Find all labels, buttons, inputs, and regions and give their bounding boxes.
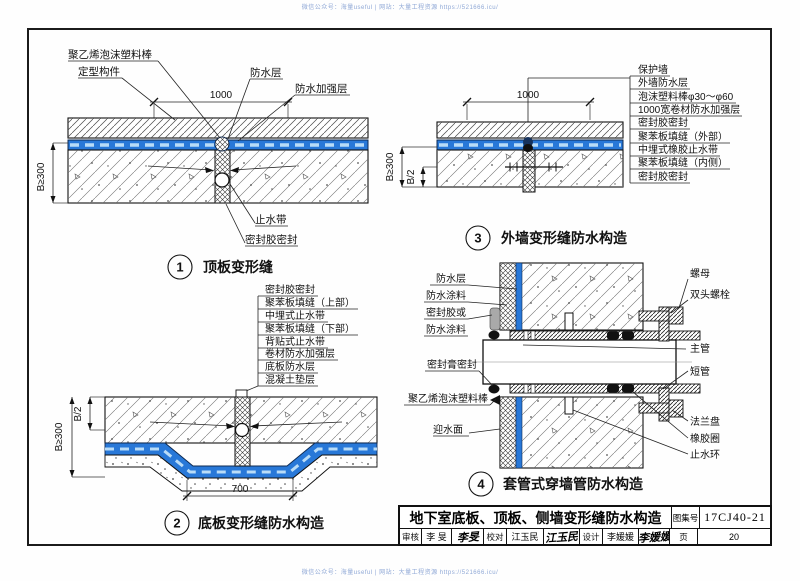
watermark-bottom: 微信公众号：海量useful | 网站：大量工程资源 https://52166…: [301, 570, 499, 576]
waterstop-bulb: [234, 422, 250, 438]
label-reinforcing-layer: 防水加强层: [295, 82, 348, 95]
f2-label: 聚苯板填缝（下部）: [265, 322, 355, 335]
page-number: 20: [728, 531, 739, 542]
f2-label: 中埋式止水带: [265, 309, 325, 322]
figure-4-pipe-sleeve: 防水层 防水涂料 密封胶或 防水涂料 密封膏密封 聚乙烯泡沫塑料棒 迎水面 螺母…: [404, 262, 730, 497]
waterstop-ring-upper: [564, 312, 574, 331]
figure-3-number: 3: [474, 231, 481, 246]
proofreader-name: 江玉民: [507, 529, 544, 544]
f4-label-left: 密封膏密封: [427, 358, 477, 371]
figure-1-roof-slab-joint: 1000 B≥300 聚乙烯泡沫塑料棒 定型构件 防水层: [36, 48, 369, 280]
figure-3-caption: 外墙变形缝防水构造: [501, 230, 627, 246]
f3-label: 密封胶密封: [638, 170, 688, 183]
f3-label: 聚苯板填缝（外部）: [638, 130, 728, 143]
sealing-paste-lower: [488, 384, 500, 394]
f4-label-right: 双头螺栓: [690, 288, 730, 301]
f3-label: 保护墙: [638, 63, 668, 76]
f3-label: 聚苯板填缝（内侧）: [638, 156, 728, 169]
f3-label: 中埋式橡胶止水带: [638, 143, 718, 156]
figure-4-caption: 套管式穿墙管防水构造: [503, 476, 643, 492]
figure-1-number-circle: [167, 254, 193, 280]
f3-label: 1000宽卷材防水加强层: [638, 103, 740, 116]
figure-2-number: 2: [173, 516, 180, 531]
f2-label: 底板防水层: [265, 360, 315, 373]
dim-b300: B≥300: [36, 162, 47, 191]
f4-label-left: 聚乙烯泡沫塑料棒: [408, 392, 488, 405]
f4-label-right: 法兰盘: [690, 415, 720, 428]
designer-name: 李媛媛: [603, 529, 639, 544]
label-waterstop: 止水带: [255, 214, 287, 226]
sheet-title: 地下室底板、顶板、侧墙变形缝防水构造: [400, 507, 672, 528]
f4-label-right: 橡胶圈: [690, 432, 720, 445]
f2-label: 背贴式止水带: [265, 335, 325, 348]
label-sealant: 密封胶密封: [245, 233, 298, 246]
atlas-number-label: 图集号: [672, 507, 700, 528]
dim-b2: B/2: [73, 406, 84, 421]
watermark-top: 微信公众号：海量useful | 网站：大量工程资源 https://52166…: [301, 5, 499, 11]
label-waterproof-layer: 防水层: [250, 66, 282, 79]
title-block: 地下室底板、顶板、侧墙变形缝防水构造 图集号 17CJ40-21 审核 李 旻 …: [398, 505, 772, 546]
proof-label: 校对: [484, 529, 507, 544]
label-shaped-component: 定型构件: [78, 65, 120, 78]
figure-2-caption: 底板变形缝防水构造: [198, 515, 324, 531]
f3-label: 密封胶密封: [638, 116, 688, 129]
f4-label-left: 防水涂料: [426, 289, 466, 302]
dim-1000: 1000: [210, 90, 233, 101]
f3-label: 泡沫塑料棒φ30～φ60: [638, 90, 734, 103]
f4-label-water-face: 迎水面: [433, 424, 463, 436]
figure-4-number: 4: [477, 477, 485, 492]
f4-label-right: 短管: [690, 365, 710, 378]
wall-membrane: [515, 262, 523, 331]
sealant-bead: [523, 144, 533, 152]
rubber-ring-lower: [607, 384, 619, 393]
f4-label-right: 主管: [690, 342, 710, 355]
page-label: 页: [670, 529, 698, 544]
f2-label: 密封胶密封: [265, 283, 315, 296]
waterstop-bulb: [214, 172, 230, 188]
f4-label-left: 防水涂料: [426, 323, 466, 336]
figure-3-number-circle: [465, 225, 491, 251]
review-label: 审核: [400, 529, 422, 544]
label-foam-rod: 聚乙烯泡沫塑料棒: [68, 48, 152, 61]
figure-2-number-circle: [164, 510, 190, 536]
f4-label-right: 止水环: [690, 449, 720, 461]
proofreader-signature: 江玉民: [544, 529, 580, 544]
f3-label: 外墙防水层: [638, 76, 688, 89]
sealing-paste-upper: [488, 330, 500, 340]
design-label: 设计: [580, 529, 603, 544]
figure-2-base-slab-joint: 密封胶密封 聚苯板填缝（上部） 中埋式止水带 聚苯板填缝（下部） 背贴式止水带 …: [54, 283, 378, 536]
figure-3-exterior-wall-joint: 1000 B≥300 B/2: [385, 63, 742, 251]
dim-b300: B≥300: [54, 422, 65, 451]
figure-4-number-circle: [468, 471, 494, 497]
dim-b300: B≥300: [385, 152, 396, 181]
waterstop-ring-lower: [564, 396, 574, 415]
dim-700: 700: [232, 484, 249, 495]
f4-label-left: 防水层: [436, 272, 466, 285]
sealant-patch: [489, 307, 501, 331]
designer-signature: 李媛媛: [639, 529, 670, 544]
f2-label: 混凝土垫层: [265, 373, 315, 386]
f4-label-left: 密封胶或: [426, 306, 466, 319]
dim-b2: B/2: [406, 169, 417, 184]
f2-label: 卷材防水加强层: [265, 347, 335, 360]
reviewer-name: 李 旻: [422, 529, 452, 544]
rubber-ring-upper: [607, 331, 619, 340]
f2-label: 聚苯板填缝（上部）: [265, 296, 355, 309]
figure-1-caption: 顶板变形缝: [203, 259, 273, 275]
foam-rod: [523, 137, 533, 147]
reviewer-signature: 李旻: [452, 529, 484, 544]
atlas-number: 17CJ40-21: [704, 510, 766, 524]
figure-1-number: 1: [176, 260, 183, 275]
f4-label-right: 螺母: [690, 268, 710, 280]
